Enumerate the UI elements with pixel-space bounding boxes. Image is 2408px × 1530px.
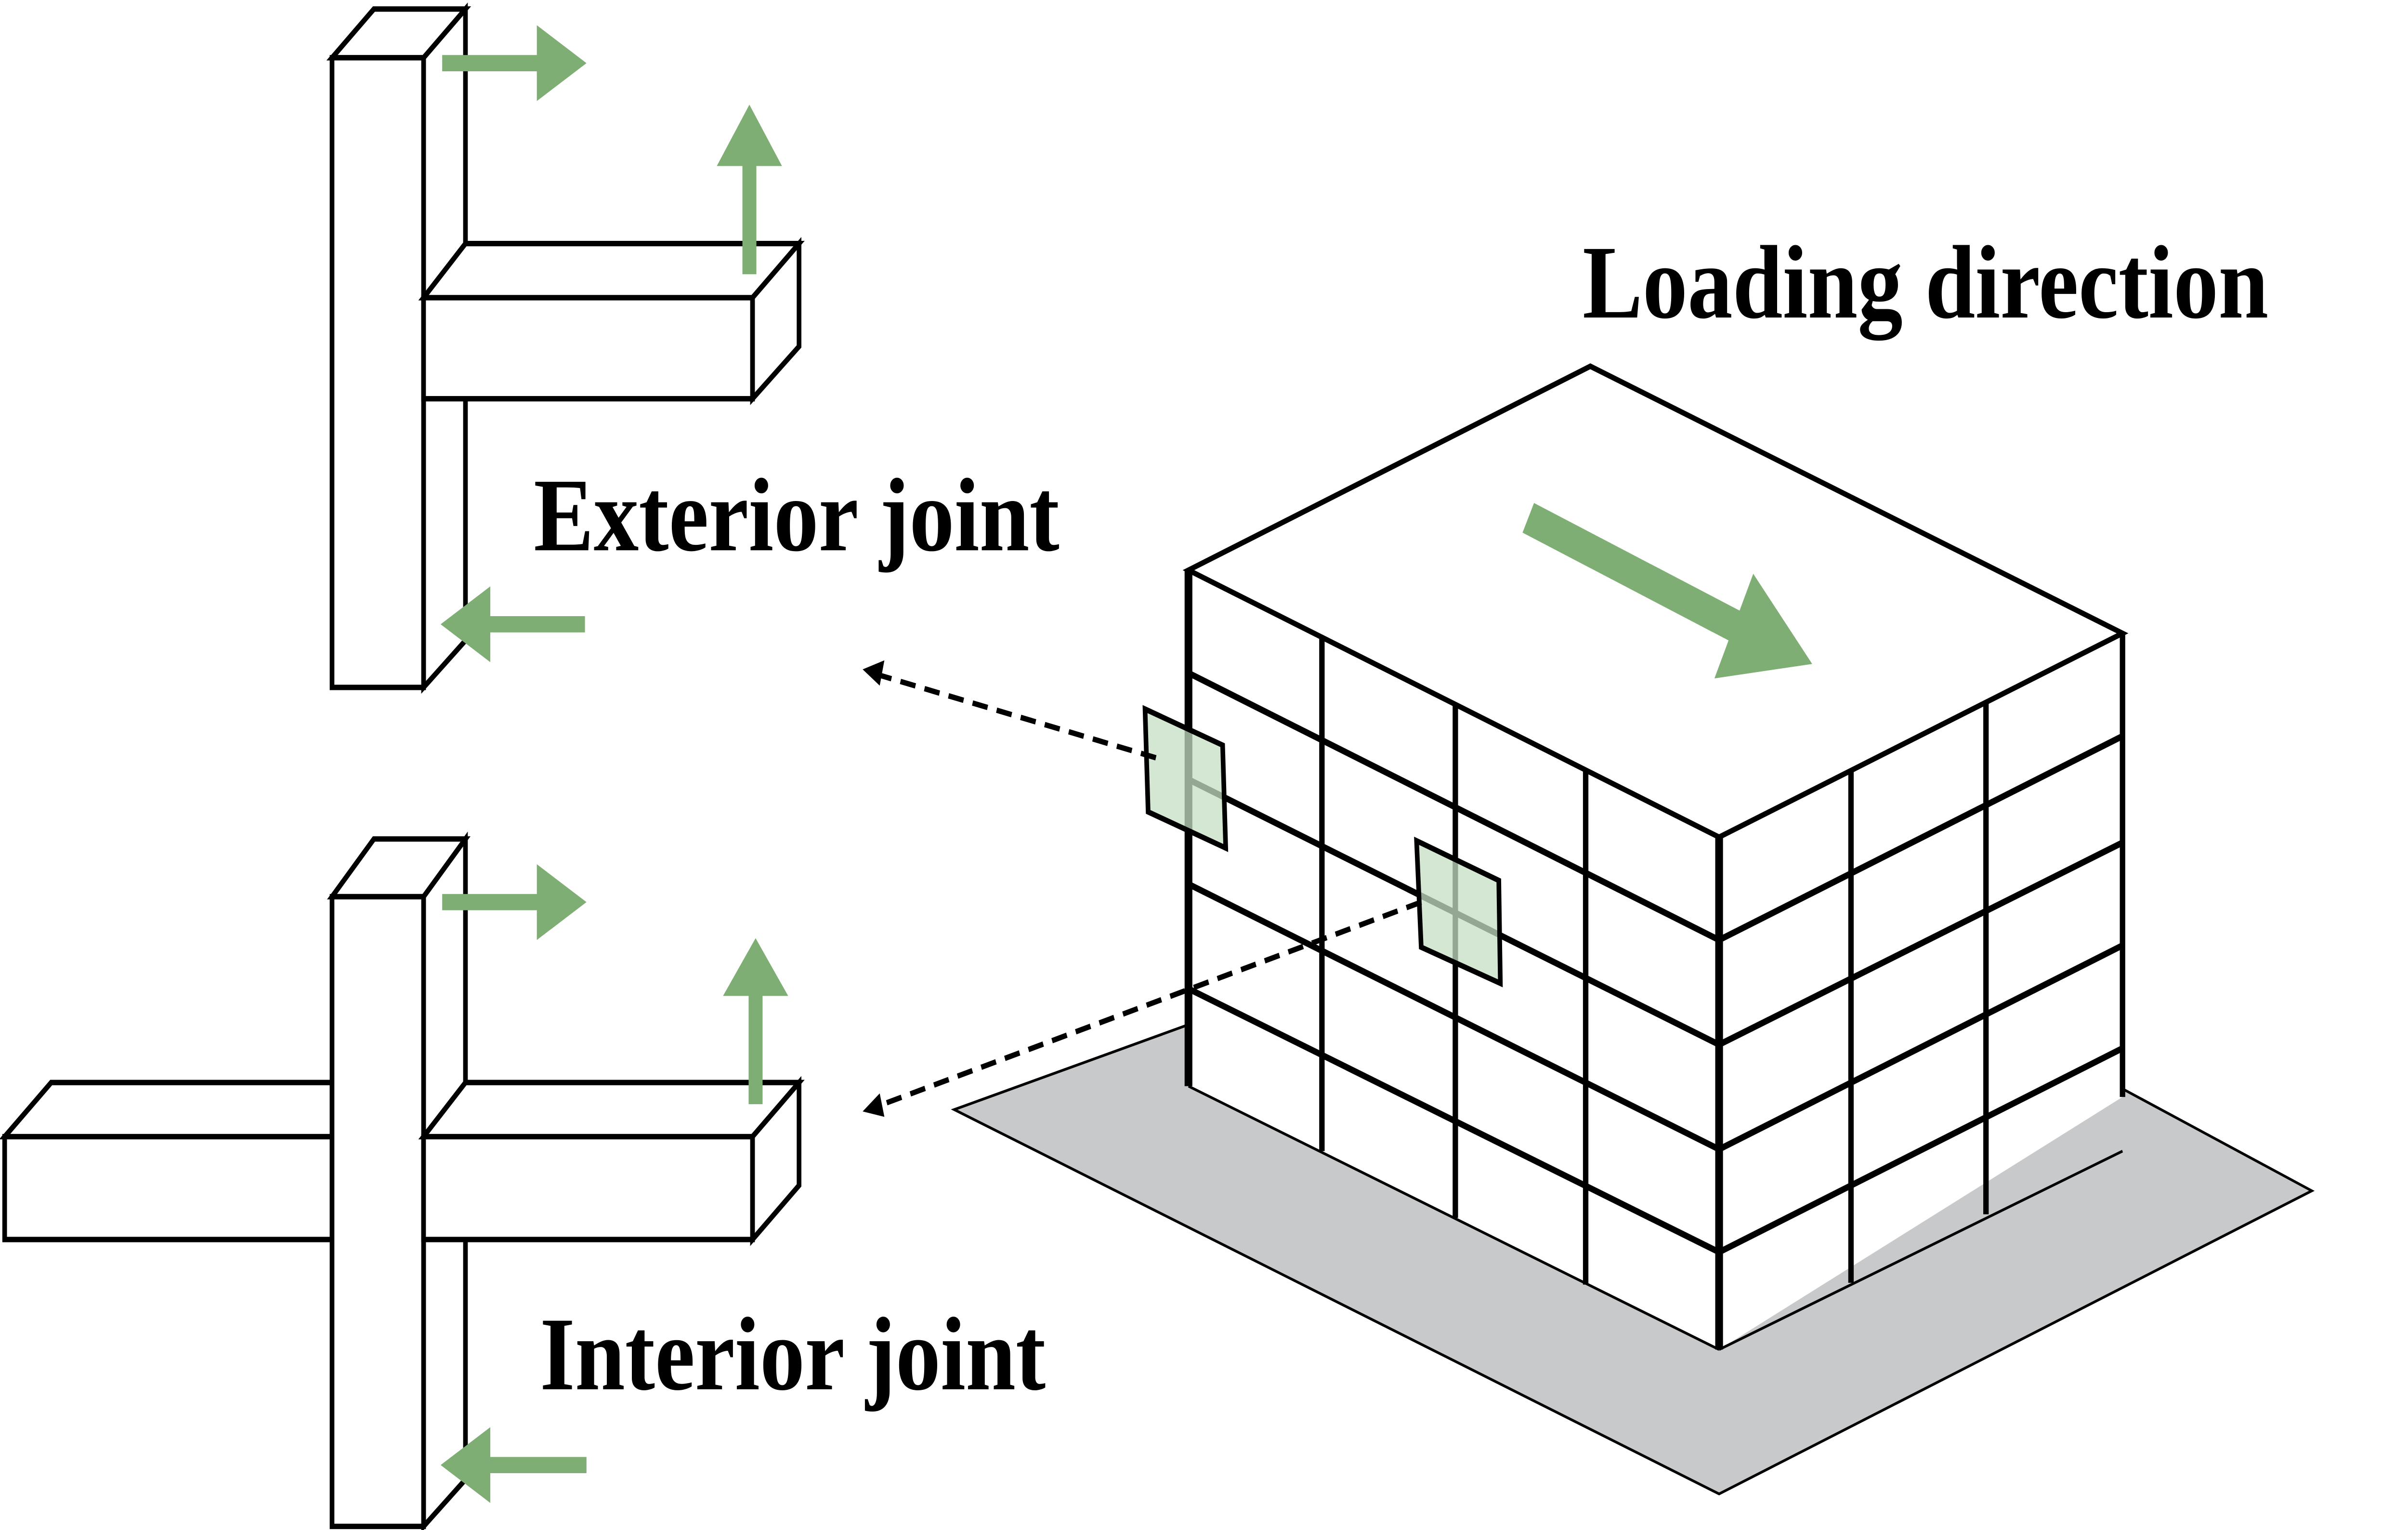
loading-direction-arrow [1522,503,1812,679]
force-arrows [440,25,782,662]
exterior-joint-label: Exterior joint [534,457,1059,573]
loading-direction-label: Loading direction [1583,224,2268,341]
building [1142,363,2129,1351]
pointer-to-exterior-joint [863,660,1157,761]
exterior-joint-model [326,2,805,694]
interior-joint-model [0,831,805,1530]
exterior-joint-highlight [1142,705,1229,852]
building-right-face [1719,633,2123,1350]
interior-joint-label: Interior joint [540,1296,1046,1412]
pointer-to-interior-joint [863,899,1422,1117]
interior-joint-highlight [1414,836,1503,988]
force-arrows [440,864,788,1503]
building-grid [1184,570,2125,1351]
